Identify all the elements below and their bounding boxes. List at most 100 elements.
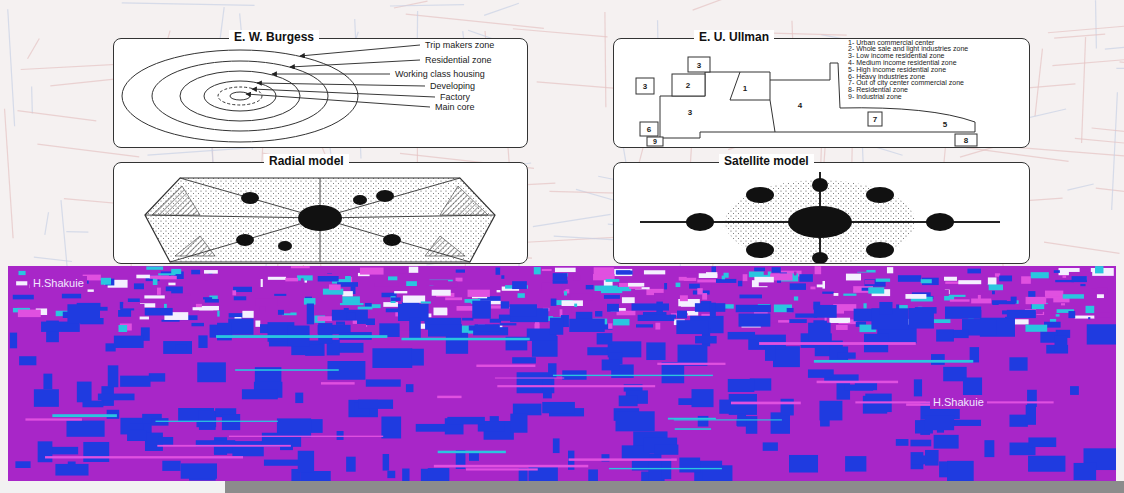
glitch-block	[497, 385, 655, 387]
glitch-block	[496, 268, 501, 275]
glitch-block	[421, 301, 431, 303]
glitch-block	[550, 318, 563, 335]
glitch-block	[278, 310, 284, 315]
glitch-block	[98, 394, 135, 401]
glitch-block	[617, 311, 636, 316]
glitch-block	[193, 307, 214, 310]
model-panel: Satellite model	[613, 162, 1030, 264]
glitch-block	[676, 320, 709, 334]
glitch-block	[468, 290, 490, 297]
glitch-block	[118, 325, 127, 332]
glitch-block	[931, 290, 949, 296]
glitch-block	[543, 380, 552, 399]
callout-number: 8	[964, 136, 968, 145]
glitch-block	[495, 378, 564, 379]
glitch-block	[564, 291, 567, 295]
glitch-block	[817, 381, 898, 383]
glitch-block	[501, 301, 509, 308]
glitch-block	[712, 266, 716, 272]
glitch-block	[433, 308, 447, 316]
glitch-block	[145, 308, 173, 316]
glitch-block	[574, 304, 577, 307]
glitch-block	[235, 369, 339, 371]
glitch-block	[613, 319, 629, 325]
glitch-block	[191, 270, 200, 275]
glitch-block	[947, 461, 974, 481]
map-street	[394, 1, 428, 8]
glitch-block	[616, 411, 655, 431]
satellite-town	[746, 187, 774, 203]
glitch-block	[754, 277, 773, 283]
glitch-block	[1075, 316, 1095, 319]
sub-core	[353, 195, 367, 205]
glitch-block	[1096, 287, 1107, 294]
glitch-block	[562, 300, 583, 306]
glitch-block	[510, 414, 527, 433]
city-outline	[145, 178, 495, 262]
satellite-town	[812, 178, 828, 192]
glitch-block	[846, 274, 861, 281]
glitch-block	[375, 283, 398, 287]
glitch-block	[769, 324, 788, 331]
glitch-block	[542, 283, 563, 290]
glitch-block	[978, 285, 989, 292]
glitch-block	[925, 450, 939, 466]
map-street	[1075, 138, 1124, 146]
glitch-block	[967, 269, 981, 274]
leader-line	[257, 83, 425, 86]
glitch-block	[933, 319, 950, 323]
glitch-block	[636, 324, 653, 327]
satellite-town	[866, 242, 894, 258]
zone-label: Residential zone	[425, 55, 492, 65]
glitch-block	[198, 335, 207, 348]
glitch-block	[716, 279, 736, 283]
glitch-block	[789, 319, 806, 323]
zone-box	[636, 78, 654, 94]
glitch-block	[737, 414, 746, 426]
glitch-block	[1025, 325, 1047, 332]
leader-line	[290, 60, 420, 67]
glitch-block	[814, 305, 837, 318]
glitch-block	[879, 302, 892, 315]
glitch-block	[144, 295, 164, 298]
glitch-block	[992, 291, 995, 295]
glitch-block	[16, 281, 27, 285]
glitch-block	[391, 297, 401, 301]
glitch-block	[616, 271, 632, 275]
glitch-block	[1032, 304, 1045, 309]
glitch-block	[703, 465, 733, 481]
zone-box	[647, 137, 663, 146]
glitch-block	[963, 377, 982, 395]
callout-number: 3	[688, 108, 692, 117]
glitch-block	[321, 382, 355, 384]
glitch-block	[551, 299, 557, 306]
glitch-block	[749, 271, 771, 277]
zone-label: Factory	[440, 92, 470, 102]
glitch-block	[204, 270, 218, 274]
glitch-block	[597, 333, 613, 344]
map-street	[693, 0, 729, 10]
glitch-block	[264, 460, 304, 466]
glitch-block	[945, 307, 981, 319]
panel-title: Satellite model	[719, 154, 814, 169]
glitch-block	[497, 290, 501, 292]
map-street	[484, 3, 519, 15]
glitch-block	[655, 323, 660, 330]
glitch-block	[738, 281, 742, 287]
glitch-block	[863, 303, 866, 308]
glitch-block	[432, 290, 451, 296]
zone-border	[770, 100, 775, 132]
glitch-block	[574, 275, 581, 280]
glitch-block	[318, 323, 332, 344]
panel-ground	[613, 162, 1030, 264]
map-street	[1116, 68, 1124, 69]
map-street	[1095, 0, 1097, 48]
map-street	[1096, 188, 1124, 199]
glitch-block	[896, 439, 909, 446]
glitch-block	[445, 297, 462, 300]
glitch-block	[1021, 276, 1031, 284]
glitch-block	[438, 451, 506, 454]
zone-box	[955, 134, 977, 146]
map-street	[576, 189, 615, 200]
glitch-block	[401, 338, 529, 341]
